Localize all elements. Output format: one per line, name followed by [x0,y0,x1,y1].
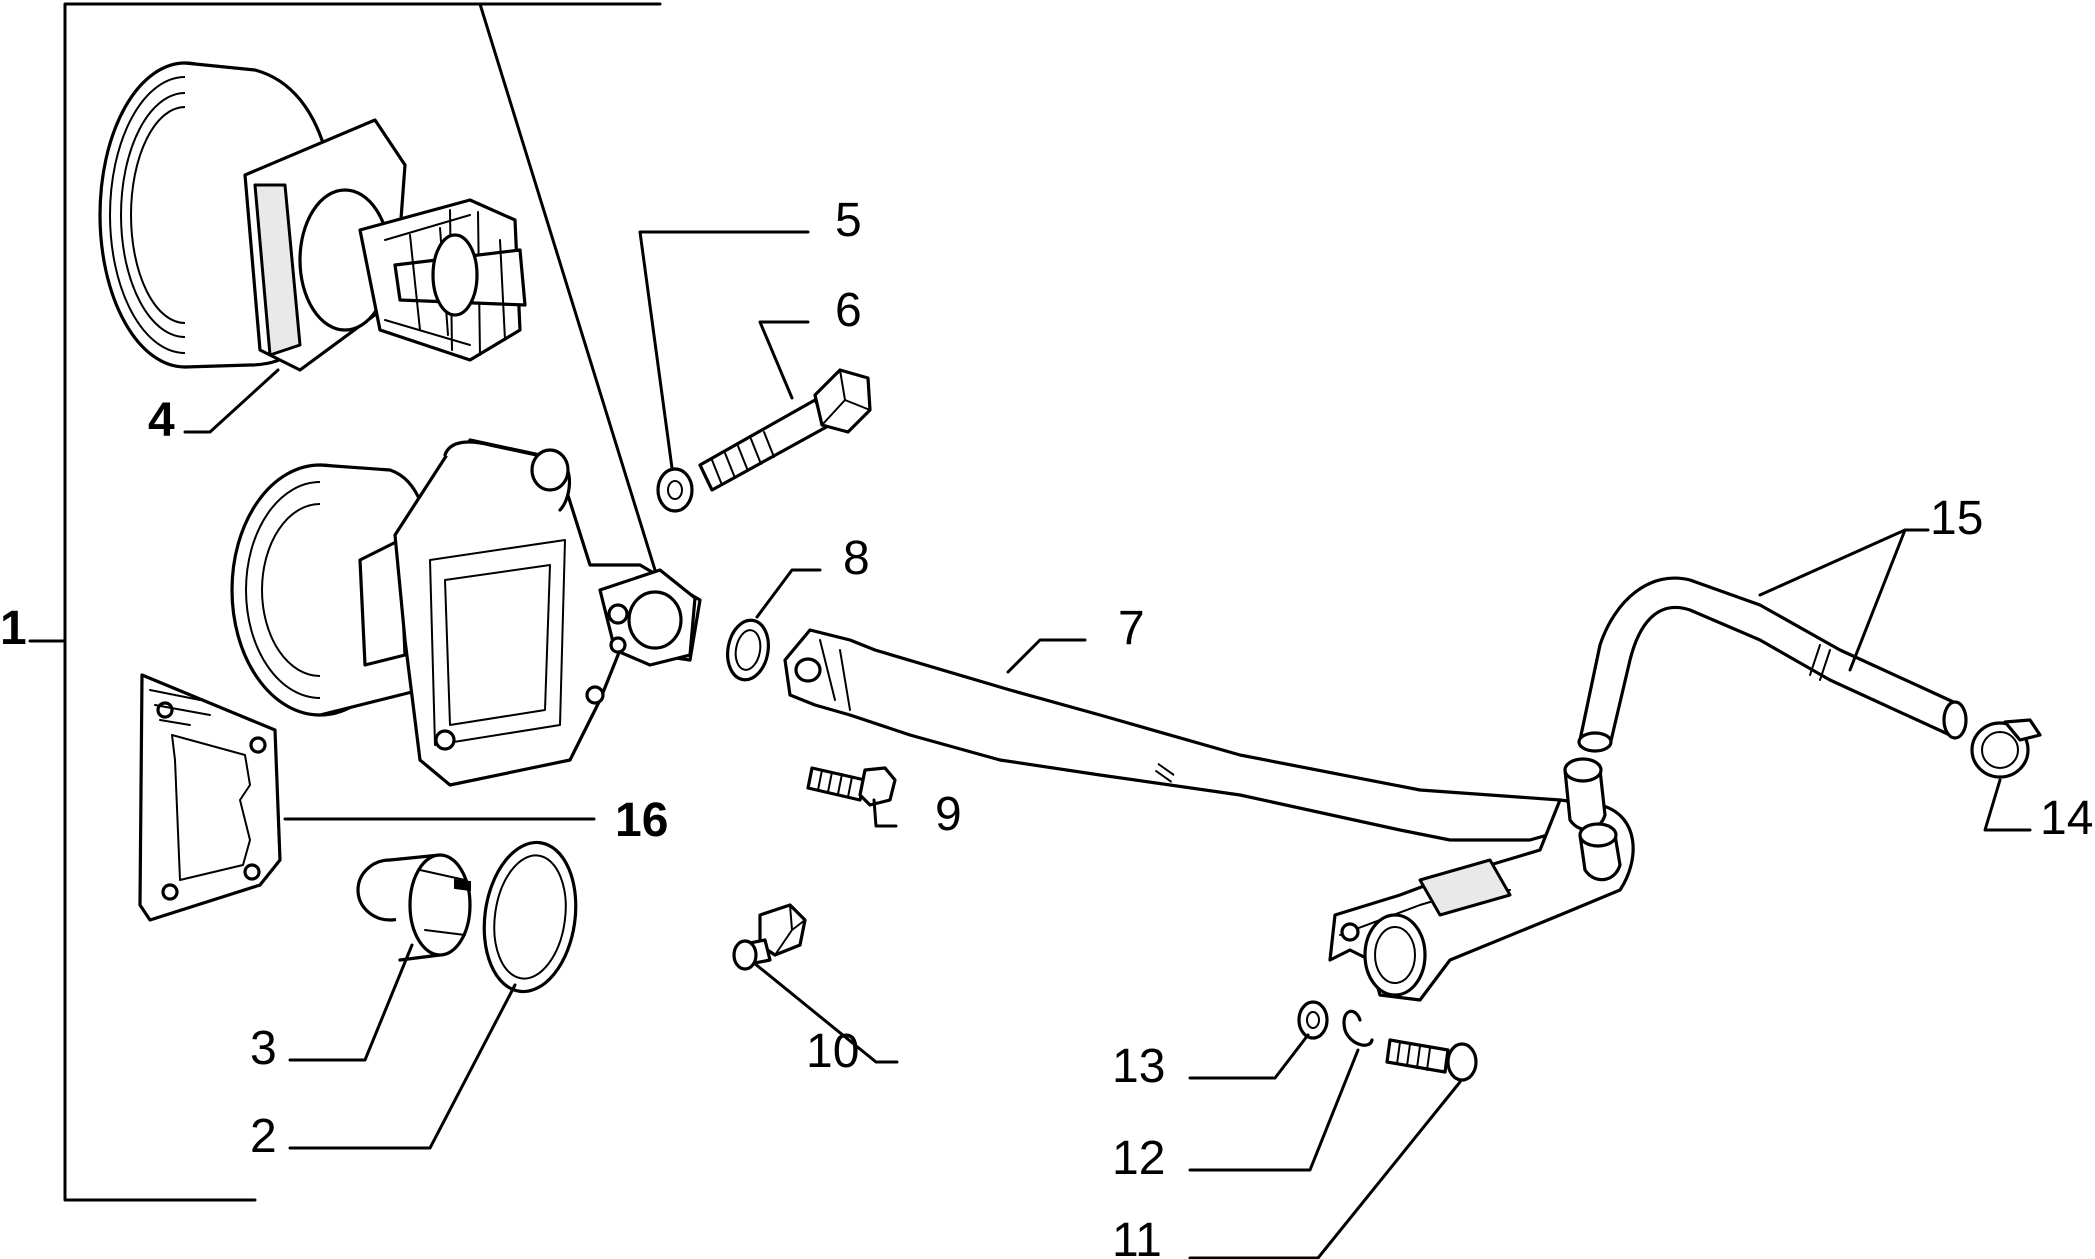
callout-9: 9 [935,788,962,841]
callout-5: 5 [835,194,862,247]
coolant-hose [1577,576,1968,753]
callout-11: 11 [1112,1214,1162,1259]
bolt-9 [806,766,897,807]
drain-plug [732,903,807,971]
o-ring-large [482,840,578,994]
thermostat-plug [356,853,472,962]
callout-10: 10 [806,1025,859,1078]
water-pump-body [230,438,702,787]
callout-7: 7 [1118,602,1145,655]
coolant-pipe: // [783,628,1635,1002]
bolt-11 [1385,1038,1478,1082]
callout-1: 1 [0,602,27,655]
lock-washer-12 [1342,1009,1374,1047]
callout-15: 15 [1930,492,1983,545]
washer-5 [656,467,694,513]
callout-3: 3 [250,1022,277,1075]
callout-4: 4 [148,394,175,447]
callout-14: 14 [2040,792,2093,845]
callout-6: 6 [835,284,862,337]
pump-gasket [138,673,282,922]
washer-13 [1297,1000,1329,1040]
water-pump-pulley-assembly [98,61,527,372]
leader-lines [183,230,2032,1259]
callout-2: 2 [250,1110,277,1163]
callout-16: 16 [615,794,668,847]
hose-clamp [1970,718,2042,779]
assembly-1-bracket [28,2,662,1202]
callout-labels: 1 2 3 4 5 6 7 8 9 10 11 12 13 14 15 16 [0,194,2093,1259]
callout-12: 12 [1112,1132,1165,1185]
callout-8: 8 [843,532,870,585]
callout-13: 13 [1112,1040,1165,1093]
bolt-6 [698,368,872,492]
o-ring-small [726,618,770,682]
